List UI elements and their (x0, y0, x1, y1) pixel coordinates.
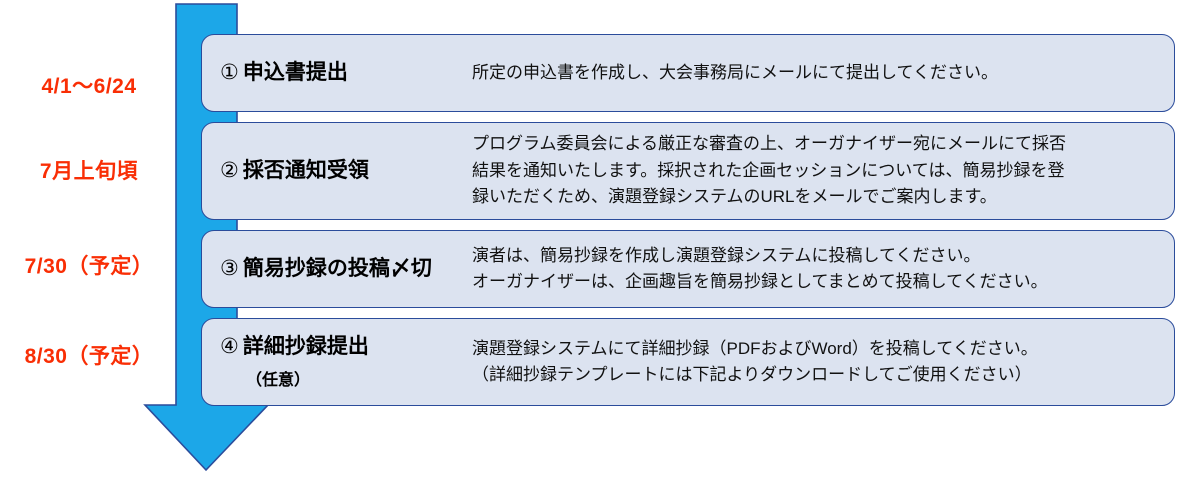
step-2-body-line-3: 録いただくため、演題登録システムのURLをメールでご案内します。 (472, 187, 997, 207)
date-label-step-4: 8/30（予定） (24, 345, 154, 368)
date-label-step-3: 7/30（予定） (24, 255, 154, 278)
date-label-step-2: 7月上旬頃 (39, 160, 139, 183)
step-1-body-line-1: 所定の申込書を作成し、大会事務局にメールにて提出してください。 (472, 62, 998, 82)
step-4-body-line-1: 演題登録システムにて詳細抄録（PDFおよびWord）を投稿してください。 (472, 338, 1038, 358)
step-4-number: ④ (220, 334, 239, 358)
step-2-body-line-2: 結果を通知いたします。採択された企画セッションについては、簡易抄録を登 (472, 160, 1065, 180)
step-1-body: 所定の申込書を作成し、大会事務局にメールにて提出してください。 (472, 60, 1174, 86)
step-4-subtitle: （任意） (246, 372, 311, 390)
step-2-number: ② (220, 158, 239, 182)
step-1-number: ① (220, 60, 239, 84)
step-4-body-line-2: （詳細抄録テンプレートには下記よりダウンロードしてご使用ください） (472, 365, 1032, 384)
step-4-body: 演題登録システムにて詳細抄録（PDFおよびWord）を投稿してください。 （詳細… (472, 336, 1174, 389)
step-3-title-text: 簡易抄録の投稿〆切 (242, 256, 432, 280)
step-3-body: 演者は、簡易抄録を作成し演題登録システムに投稿してください。 オーガナイザーは、… (472, 243, 1174, 296)
step-2-body-line-1: プログラム委員会による厳正な審査の上、オーガナイザー宛にメールにて採否 (472, 134, 1066, 154)
step-3-number: ③ (220, 256, 239, 280)
step-3-body-line-1: 演者は、簡易抄録を作成し演題登録システムに投稿してください。 (472, 245, 981, 265)
step-1-title-text: 申込書提出 (242, 60, 348, 84)
step-2-body: プログラム委員会による厳正な審査の上、オーガナイザー宛にメールにて採否 結果を通… (472, 131, 1174, 210)
date-label-step-1: 4/1～6/24 (41, 75, 137, 98)
step-4-title-text: 詳細抄録提出 (242, 334, 369, 358)
step-3-body-line-2: オーガナイザーは、企画趣旨を簡易抄録としてまとめて投稿してください。 (472, 272, 1048, 291)
step-2-title-text: 採否通知受領 (242, 158, 369, 182)
